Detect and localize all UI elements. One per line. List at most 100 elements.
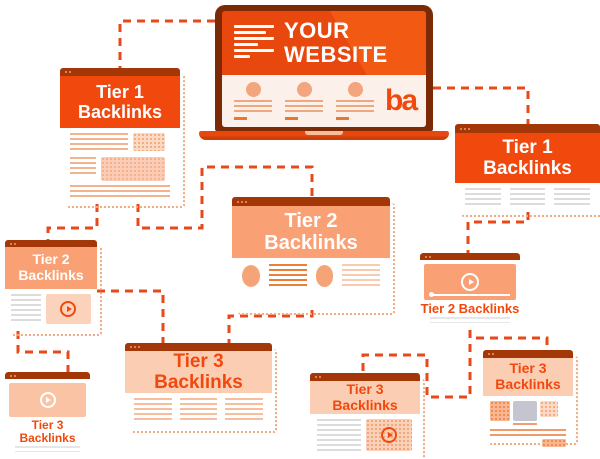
window-dots-icon: [237, 200, 247, 203]
window-titlebar: [60, 68, 180, 76]
video-placeholder: [45, 294, 91, 324]
text-placeholder: [70, 133, 128, 153]
image-placeholder: [490, 401, 510, 421]
node-tier3-bottom-middle: Tier 3 Backlinks: [310, 373, 425, 459]
image-placeholder: [101, 157, 165, 181]
text-placeholder: [70, 185, 170, 198]
window-titlebar: [5, 240, 97, 247]
avatar-icon: [245, 82, 261, 97]
video-player: [9, 383, 86, 417]
node-label: Tier 1 Backlinks: [483, 136, 572, 179]
node-label: Tier 2 Backlinks: [420, 301, 520, 316]
text-placeholder: [225, 398, 264, 422]
text-placeholder: [15, 446, 80, 453]
profile-card: [283, 82, 325, 120]
node-label: Tier 1 Backlinks: [77, 81, 163, 122]
laptop-base: [199, 131, 449, 140]
text-placeholder: [336, 100, 374, 114]
window-titlebar: [5, 372, 90, 379]
link-placeholder: [234, 117, 247, 120]
link-placeholder: [336, 117, 349, 120]
window-titlebar: [232, 197, 390, 206]
text-placeholder: [430, 317, 510, 324]
connector-tier1left-tier2left: [46, 204, 99, 241]
text-placeholder: [317, 419, 361, 451]
text-placeholder: [285, 100, 323, 114]
node-label: Tier 2 Backlinks: [18, 251, 84, 283]
node-tier3-bottom-right: Tier 3 Backlinks: [483, 350, 578, 447]
website-header: YOUR WEBSITE: [222, 11, 426, 75]
connector-tier2left-tier3center: [97, 289, 165, 344]
window-dots-icon: [130, 346, 140, 348]
window-titlebar: [125, 343, 272, 351]
window-dots-icon: [10, 242, 16, 245]
node-tier2-left: Tier 2 Backlinks: [5, 240, 102, 336]
play-icon: [39, 392, 56, 408]
play-icon: [60, 301, 77, 317]
node-tier1-left: Tier 1 Backlinks: [60, 68, 185, 208]
node-label: Tier 3 Backlinks: [332, 380, 398, 413]
play-icon: [461, 273, 479, 291]
node-label: Tier 3 Backlinks: [154, 350, 243, 393]
window-dots-icon: [65, 71, 71, 73]
text-placeholder: [465, 188, 501, 206]
window-dots-icon: [460, 127, 470, 130]
node-label: Tier 3 Backlinks: [19, 418, 76, 446]
website-content: ba: [222, 75, 426, 127]
image-placeholder: [513, 401, 537, 421]
window-dots-icon: [488, 353, 494, 355]
play-icon: [381, 427, 397, 443]
image-placeholder: [542, 439, 566, 447]
avatar-icon: [347, 82, 363, 97]
window-titlebar: [420, 253, 520, 260]
node-label: Tier 3 Backlinks: [495, 360, 561, 392]
node-tier2-right: Tier 2 Backlinks: [420, 253, 520, 330]
image-placeholder: [133, 133, 165, 151]
window-titlebar: [483, 350, 573, 358]
connector-website-tier1-right: [433, 86, 530, 124]
node-tier3-bottom-left: Tier 3 Backlinks: [5, 372, 90, 459]
video-player: [424, 264, 516, 300]
text-placeholder: [70, 157, 96, 175]
text-placeholder: [513, 423, 537, 427]
connector-tier2right-tier3bottomright: [468, 330, 549, 351]
text-placeholder: [509, 188, 546, 206]
window-dots-icon: [10, 374, 16, 377]
text-placeholder: [134, 398, 172, 422]
text-placeholder: [234, 100, 272, 114]
connector-website-tier1-left: [118, 19, 215, 68]
node-tier2-center: Tier 2 Backlinks: [232, 197, 395, 315]
connector-tier2center-tier3center: [227, 310, 314, 344]
window-titlebar: [310, 373, 420, 381]
profile-card: [232, 82, 274, 120]
avatar-icon: [315, 265, 334, 287]
website-title: YOUR WEBSITE: [284, 17, 388, 67]
node-tier3-center: Tier 3 Backlinks: [125, 343, 277, 433]
brand-logo: ba: [385, 84, 418, 117]
text-lines-icon: [234, 25, 274, 61]
connector-tier1right-tier2right: [466, 212, 530, 254]
window-titlebar: [455, 124, 600, 133]
video-placeholder: [366, 419, 412, 451]
node-tier1-right: Tier 1 Backlinks: [455, 124, 600, 217]
video-progress-bar: [429, 292, 510, 297]
text-placeholder: [179, 398, 218, 422]
laptop-screen: YOUR WEBSITE ba: [215, 5, 433, 131]
text-placeholder: [268, 264, 307, 288]
window-dots-icon: [425, 255, 431, 258]
image-placeholder: [540, 401, 558, 417]
connector-tier1left-tier2center: [136, 165, 314, 230]
window-dots-icon: [315, 376, 321, 378]
text-placeholder: [11, 294, 41, 324]
avatar-icon: [242, 265, 260, 287]
profile-card: [334, 82, 376, 120]
text-placeholder: [490, 429, 566, 437]
text-placeholder: [342, 264, 380, 288]
connector-tier2right-tier3bottommiddle: [361, 330, 472, 399]
connector-tier2left-tier3bottomleft: [16, 331, 70, 373]
avatar-icon: [296, 82, 312, 97]
link-placeholder: [285, 117, 298, 120]
node-label: Tier 2 Backlinks: [264, 209, 358, 254]
